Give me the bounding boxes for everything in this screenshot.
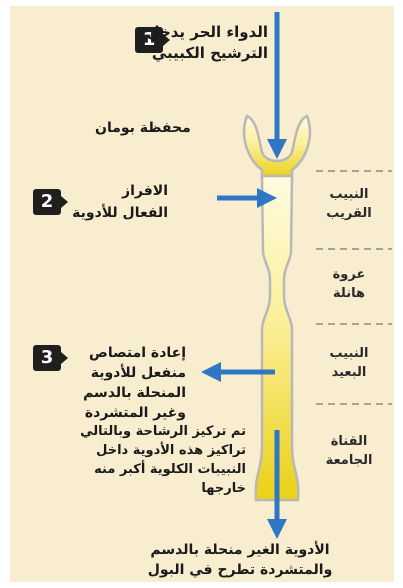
step-3-line-1: إعادة امتصاص (88, 345, 186, 361)
segment-label-collecting-duct: القناة الجامعة (318, 432, 380, 470)
segment-separators (316, 170, 392, 405)
segment-line: القناة (330, 434, 368, 449)
segment-line: النبيب (329, 187, 369, 202)
segment-line: عروة (332, 267, 366, 282)
flow-arrows (201, 12, 287, 539)
segment-line: النبيب (329, 346, 369, 361)
step-1-text: الدواء الحر يدخل الترشيح الكبيبي (146, 22, 268, 64)
step-3-line-3: المنحلة بالدسم (83, 385, 186, 401)
output-line-2: والمتشردة تطرح في البول (147, 562, 333, 578)
segment-line: الجامعة (325, 453, 373, 468)
bowman-capsule (242, 114, 312, 180)
step-3-line-2: منفعل للأدوية (90, 365, 186, 381)
step-2-badge: 2 (33, 189, 68, 215)
segment-line: هانلة (333, 286, 365, 301)
concentration-line-4: خارجها (201, 481, 246, 496)
segment-line: القريب (326, 206, 372, 221)
diagram-background (10, 6, 394, 582)
bowman-capsule-label: محفظة بومان (95, 120, 191, 136)
concentration-line-3: النبيبات الكلوية أكبر منه (94, 462, 246, 477)
step-1-line-1: الدواء الحر يدخل (146, 23, 268, 41)
step-3-line-4: وغير المتشردة (84, 405, 186, 421)
step-1-badge: 1 (135, 27, 170, 53)
step-1-line-2: الترشيح الكبيبي (151, 44, 268, 62)
segment-label-proximal-tubule: النبيب القريب (318, 185, 380, 223)
output-line-1: الأدوية الغير منحلة بالدسم (150, 542, 330, 558)
segment-label-loop-of-henle: عروة هانلة (318, 265, 380, 303)
segment-label-distal-tubule: النبيب البعيد (318, 344, 380, 382)
step-2-line-1: الافراز (122, 183, 168, 199)
step-2-text: الافراز الفعال للأدوية (68, 180, 168, 224)
step-2-line-2: الفعال للأدوية (72, 205, 168, 221)
step-3-badge: 3 (33, 345, 68, 371)
concentration-note: تم تركيز الرشاحة وبالتالي تراكيز هذه الأ… (14, 422, 246, 498)
concentration-line-2: تراكيز هذه الأدوية داخل (96, 443, 246, 458)
renal-tubule (254, 174, 300, 502)
segment-line: البعيد (331, 365, 367, 380)
step-3-text: إعادة امتصاص منفعل للأدوية المنحلة بالدس… (68, 343, 186, 423)
urine-output-note: الأدوية الغير منحلة بالدسم والمتشردة تطر… (100, 540, 380, 580)
concentration-line-1: تم تركيز الرشاحة وبالتالي (80, 424, 246, 439)
